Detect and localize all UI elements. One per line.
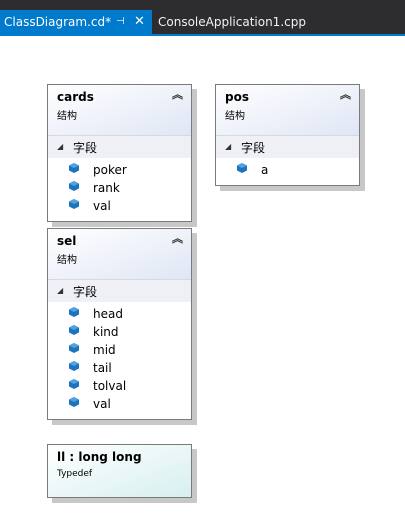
tab-class-diagram[interactable]: ClassDiagram.cd* ⊣ ✕ xyxy=(0,10,152,34)
field-icon xyxy=(69,397,79,407)
section-toggle-icon[interactable]: ◢ xyxy=(225,142,232,151)
field-icon xyxy=(69,379,79,389)
field-name: tail xyxy=(93,361,112,375)
field-icon xyxy=(69,307,79,317)
section-label: 字段 xyxy=(73,141,98,155)
collapse-chevron-icon[interactable]: ︽ xyxy=(340,88,351,101)
field-item[interactable]: tolval xyxy=(48,377,191,395)
field-list: head kind mid tail tolval val xyxy=(48,302,191,413)
field-icon xyxy=(69,199,79,209)
tab-console-application-label: ConsoleApplication1.cpp xyxy=(158,15,306,29)
struct-shape-sel[interactable]: sel 结构 ︽ ◢ 字段 head kind mid tail tolval xyxy=(47,228,192,420)
section-label: 字段 xyxy=(73,285,98,299)
field-icon xyxy=(69,181,79,191)
field-name: kind xyxy=(93,325,119,339)
shape-title: cards xyxy=(57,90,94,104)
document-tab-bar: ClassDiagram.cd* ⊣ ✕ ConsoleApplication1… xyxy=(0,0,405,34)
section-label: 字段 xyxy=(241,141,266,155)
struct-shape-pos[interactable]: pos 结构 ︽ ◢ 字段 a xyxy=(215,84,360,186)
fields-section-header[interactable]: ◢ 字段 xyxy=(48,136,191,158)
field-item[interactable]: val xyxy=(48,395,191,413)
tab-underline xyxy=(0,34,405,36)
field-name: val xyxy=(93,199,111,213)
field-item[interactable]: val xyxy=(48,197,191,215)
collapse-chevron-icon[interactable]: ︽ xyxy=(172,232,183,245)
shape-kind: 结构 xyxy=(57,255,77,266)
shape-kind: 结构 xyxy=(57,111,77,122)
shape-header: pos 结构 ︽ xyxy=(216,85,359,136)
field-name: poker xyxy=(93,163,127,177)
typedef-shape-ll[interactable]: ll : long long Typedef xyxy=(47,444,192,498)
shape-title: sel xyxy=(57,234,77,248)
pin-icon[interactable]: ⊣ xyxy=(116,16,125,27)
shape-title: pos xyxy=(225,90,249,104)
field-list: a xyxy=(216,158,359,179)
field-icon xyxy=(69,343,79,353)
field-item[interactable]: mid xyxy=(48,341,191,359)
field-icon xyxy=(69,361,79,371)
field-item[interactable]: tail xyxy=(48,359,191,377)
field-name: tolval xyxy=(93,379,127,393)
field-name: mid xyxy=(93,343,116,357)
field-icon xyxy=(69,163,79,173)
tab-console-application[interactable]: ConsoleApplication1.cpp xyxy=(154,10,310,34)
shape-title: ll : long long xyxy=(57,450,142,464)
field-list: poker rank val xyxy=(48,158,191,215)
field-name: a xyxy=(261,163,269,177)
field-name: rank xyxy=(93,181,120,195)
shape-header: cards 结构 ︽ xyxy=(48,85,191,136)
struct-shape-cards[interactable]: cards 结构 ︽ ◢ 字段 poker rank val xyxy=(47,84,192,222)
field-item[interactable]: head xyxy=(48,305,191,323)
section-toggle-icon[interactable]: ◢ xyxy=(57,142,64,151)
field-item[interactable]: rank xyxy=(48,179,191,197)
field-item[interactable]: kind xyxy=(48,323,191,341)
tab-class-diagram-label: ClassDiagram.cd* xyxy=(4,15,112,29)
field-item[interactable]: a xyxy=(216,161,359,179)
fields-section-header[interactable]: ◢ 字段 xyxy=(48,280,191,302)
field-name: val xyxy=(93,397,111,411)
section-toggle-icon[interactable]: ◢ xyxy=(57,286,64,295)
fields-section-header[interactable]: ◢ 字段 xyxy=(216,136,359,158)
collapse-chevron-icon[interactable]: ︽ xyxy=(172,88,183,101)
field-name: head xyxy=(93,307,123,321)
shape-header: sel 结构 ︽ xyxy=(48,229,191,280)
field-icon xyxy=(237,163,247,173)
shape-kind: Typedef xyxy=(57,469,93,479)
field-item[interactable]: poker xyxy=(48,161,191,179)
field-icon xyxy=(69,325,79,335)
shape-kind: 结构 xyxy=(225,111,245,122)
close-icon[interactable]: ✕ xyxy=(134,14,145,29)
